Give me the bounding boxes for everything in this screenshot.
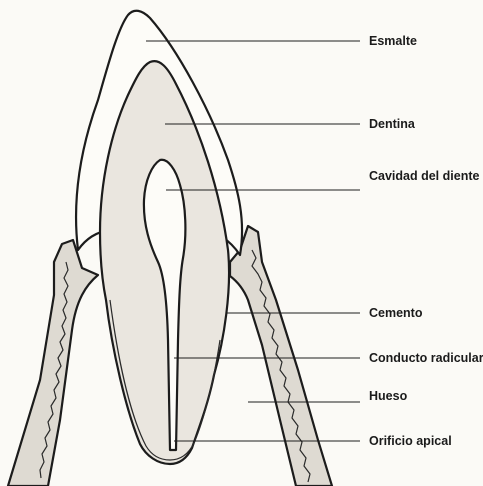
labels: Esmalte Dentina Cavidad del diente Cemen… <box>369 34 483 448</box>
label-cavidad: Cavidad del diente <box>369 169 479 183</box>
label-dentina: Dentina <box>369 117 416 131</box>
label-hueso: Hueso <box>369 389 408 403</box>
label-conducto: Conducto radicular <box>369 351 483 365</box>
right-bone <box>230 226 332 486</box>
label-esmalte: Esmalte <box>369 34 417 48</box>
label-orificio: Orificio apical <box>369 434 452 448</box>
label-cemento: Cemento <box>369 306 423 320</box>
left-bone <box>8 240 98 486</box>
